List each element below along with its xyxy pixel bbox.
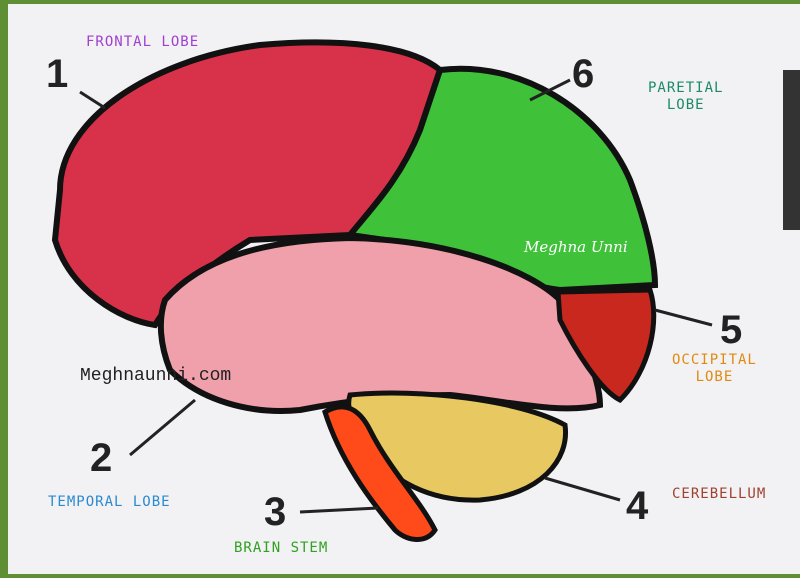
label-occipital-line2: LOBE <box>695 369 734 385</box>
brain-stem <box>322 404 438 542</box>
number-4: 4 <box>626 484 649 528</box>
label-occipital-line1: OCCIPITAL <box>672 352 757 368</box>
pointer-lines <box>79 78 713 514</box>
label-frontal-lobe: FRONTAL LOBE <box>86 34 200 50</box>
temporal-lobe <box>157 234 604 414</box>
number-6: 6 <box>572 52 595 96</box>
occipital-lobe <box>555 287 657 404</box>
marker-pen <box>783 70 800 230</box>
number-2: 2 <box>90 436 113 480</box>
label-cerebellum: CEREBELLUM <box>672 486 767 502</box>
label-temporal-lobe: TEMPORAL LOBE <box>48 494 171 510</box>
label-brain-stem: BRAIN STEM <box>234 540 329 556</box>
label-parietal-line1: PARETIAL <box>648 80 724 96</box>
parietal-lobe <box>344 65 659 294</box>
number-3: 3 <box>264 490 287 534</box>
label-parietal-line2: LOBE <box>666 97 705 113</box>
signature-watermark: Meghna Unni <box>524 238 628 256</box>
number-1: 1 <box>46 52 69 96</box>
number-5: 5 <box>720 308 743 352</box>
site-watermark: Meghnaunni.com <box>80 366 232 386</box>
